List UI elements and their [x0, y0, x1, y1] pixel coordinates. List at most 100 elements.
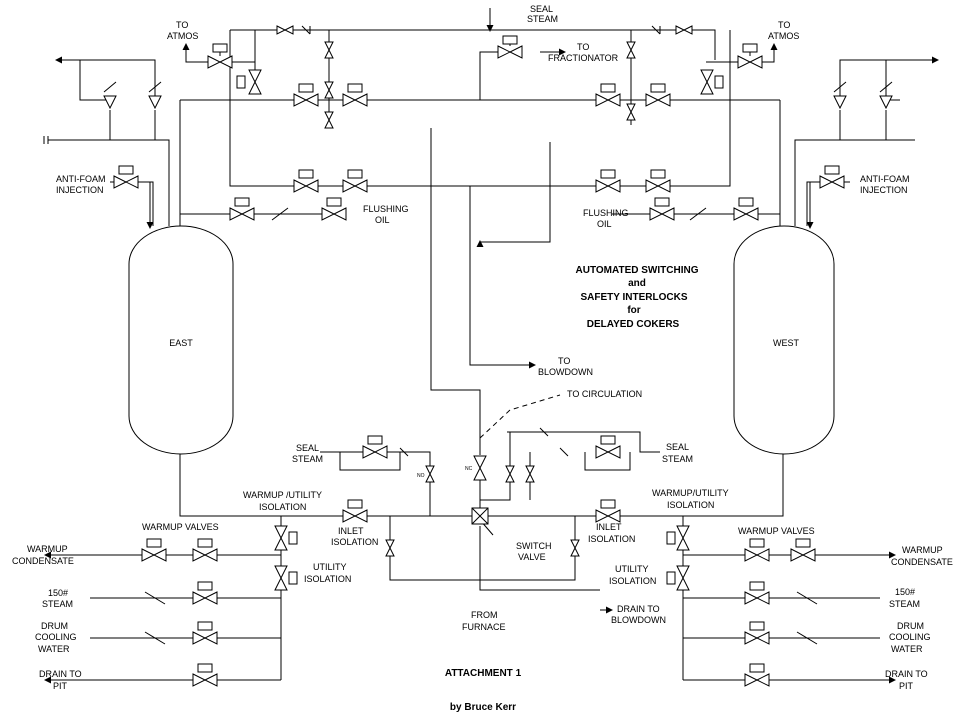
from-furnace-label: FROM	[471, 610, 498, 620]
west-drum	[733, 225, 835, 455]
warmup-condensate-right-label-2: CONDENSATE	[891, 557, 953, 567]
valve	[207, 43, 233, 69]
to-atmos-right-label: TO	[778, 20, 790, 30]
seal-steam-right-label-2: STEAM	[662, 454, 693, 464]
valve	[192, 538, 218, 562]
valve	[744, 621, 770, 645]
no-label: NO	[417, 473, 425, 479]
drain-to-blowdown-label: DRAIN TO	[617, 604, 660, 614]
valve	[626, 41, 636, 59]
seal-steam-left-label: SEAL	[296, 443, 319, 453]
steam-150-right-label-2: STEAM	[889, 599, 920, 609]
valve	[645, 83, 671, 107]
control-valves	[103, 25, 893, 687]
valve	[192, 581, 218, 605]
warmup-valves-right-label: WARMUP VALVES	[738, 526, 815, 536]
drain-to-blowdown-label-2: BLOWDOWN	[611, 615, 666, 625]
valve	[744, 663, 770, 687]
east-drum-label: EAST	[169, 338, 193, 348]
drum-cooling-right-label-3: WATER	[891, 644, 923, 654]
valve	[362, 435, 388, 459]
flushing-oil-left-label-2: OIL	[375, 215, 390, 225]
from-furnace-label-2: FURNACE	[462, 622, 506, 632]
title-line-2: and	[628, 278, 646, 289]
valve	[321, 197, 347, 221]
inlet-isolation-left-label-2: ISOLATION	[331, 537, 378, 547]
anti-foam-right-label-2: INJECTION	[860, 185, 908, 195]
valve	[276, 25, 294, 35]
valve	[192, 663, 218, 687]
valve	[324, 81, 334, 99]
valve	[293, 83, 319, 107]
valve	[649, 197, 675, 221]
valve	[666, 525, 690, 551]
drain-to-pit-right-label: DRAIN TO	[885, 669, 928, 679]
title-line-4: for	[627, 305, 640, 316]
valve	[505, 465, 515, 483]
valve	[473, 455, 487, 481]
valve	[675, 25, 693, 35]
valve	[525, 465, 535, 483]
seal-steam-top-label: SEAL	[530, 4, 553, 14]
drum-cooling-right-label: DRUM	[897, 621, 924, 631]
to-blowdown-label-2: BLOWDOWN	[538, 367, 593, 377]
valve	[293, 169, 319, 193]
flushing-oil-right-label-2: OIL	[597, 219, 612, 229]
relief-valve	[879, 81, 893, 110]
valve	[595, 435, 621, 459]
anti-foam-left-label-2: INJECTION	[56, 185, 104, 195]
warmup-utility-left-label-2: ISOLATION	[259, 502, 306, 512]
relief-valve	[148, 81, 162, 110]
drum-cooling-left-label-3: WATER	[38, 644, 70, 654]
valve	[595, 83, 621, 107]
to-circulation-label: TO CIRCULATION	[567, 389, 642, 399]
valve	[113, 165, 139, 189]
relief-valve	[103, 81, 117, 110]
to-atmos-left-label-2: ATMOS	[167, 31, 198, 41]
valve	[342, 83, 368, 107]
to-blowdown-label: TO	[558, 356, 570, 366]
drum-cooling-left-label: DRUM	[41, 621, 68, 631]
valve	[141, 538, 167, 562]
valve	[324, 111, 334, 129]
east-drum	[128, 225, 234, 455]
warmup-utility-right-label-2: ISOLATION	[667, 500, 714, 510]
drain-to-pit-right-label-2: PIT	[899, 681, 914, 691]
steam-150-left-label-2: STEAM	[42, 599, 73, 609]
valve	[626, 103, 636, 121]
inlet-isolation-right-label: INLET	[596, 522, 622, 532]
valve	[342, 169, 368, 193]
inlet-isolation-right-label-2: ISOLATION	[588, 534, 635, 544]
inlet-isolation-left-label: INLET	[338, 526, 364, 536]
drum-cooling-left-label-2: COOLING	[35, 632, 77, 642]
warmup-condensate-left-label: WARMUP	[27, 544, 68, 554]
valve	[737, 43, 763, 69]
check-valves	[43, 25, 818, 645]
utility-isolation-right-label: UTILITY	[615, 564, 649, 574]
valve	[192, 621, 218, 645]
utility-isolation-left-label: UTILITY	[313, 562, 347, 572]
title-line-1: AUTOMATED SWITCHING	[576, 265, 699, 276]
title-line-5: DELAYED COKERS	[587, 319, 680, 330]
west-drum-label: WEST	[773, 338, 800, 348]
valve	[324, 41, 334, 59]
valve	[666, 565, 690, 591]
valve	[229, 197, 255, 221]
flow-arrows	[44, 20, 939, 684]
relief-valve	[833, 81, 847, 110]
valve	[236, 69, 262, 95]
valve	[425, 465, 435, 483]
valve	[790, 538, 816, 562]
valve	[733, 197, 759, 221]
drain-to-pit-left-label: DRAIN TO	[39, 669, 82, 679]
labels: SEAL STEAM TO ATMOS TO ATMOS TO FRACTION…	[12, 4, 953, 713]
valve	[497, 35, 523, 59]
valve	[274, 565, 298, 591]
warmup-utility-right-label: WARMUP/UTILITY	[652, 488, 729, 498]
flushing-oil-right-label: FLUSHING	[583, 208, 629, 218]
valve	[645, 169, 671, 193]
flushing-oil-left-label: FLUSHING	[363, 204, 409, 214]
author-label: by Bruce Kerr	[450, 702, 516, 713]
valve	[819, 165, 845, 189]
